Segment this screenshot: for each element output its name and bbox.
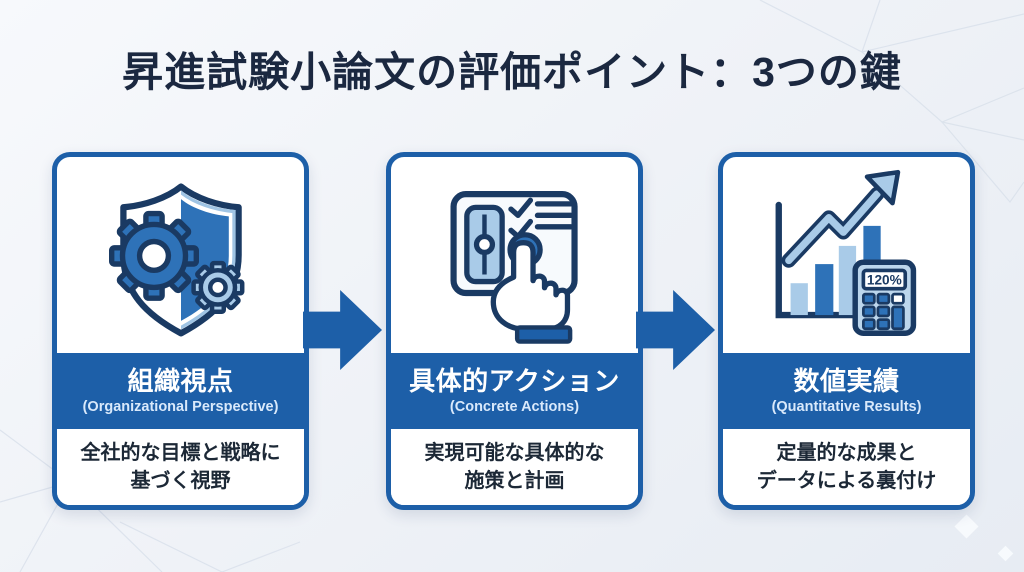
card1-title-jp: 組織視点 — [127, 366, 234, 397]
bar-2 — [814, 264, 833, 316]
card1-title-band: 組織視点 (Organizational Perspective) — [57, 353, 304, 429]
card1-icon-area — [57, 157, 304, 353]
card3-title-en: (Quantitative Results) — [771, 398, 922, 415]
calculator: 120% — [851, 259, 916, 336]
small-gear — [190, 260, 244, 314]
card1-desc-line1: 全社的な目標と戦略に — [80, 442, 281, 464]
large-gear — [108, 210, 199, 301]
card3-icon-area: 120% — [723, 157, 970, 353]
card1-desc-line2: 基づく視野 — [130, 470, 231, 492]
wrist-band — [514, 324, 573, 344]
shield-gears-icon — [108, 183, 244, 337]
calculator-display: 120% — [866, 273, 901, 288]
card2-title-en: (Concrete Actions) — [449, 398, 580, 415]
card2-title-band: 具体的アクション (Concrete Actions) — [391, 353, 638, 429]
card-concrete-actions: 具体的アクション (Concrete Actions) 実現可能な具体的な 施策… — [386, 152, 643, 510]
page-title: 昇進試験小論文の評価ポイント：3つの鍵 — [122, 49, 902, 95]
checklist-hand-icon — [450, 190, 578, 344]
card2-description: 実現可能な具体的な 施策と計画 — [391, 429, 638, 505]
pressing-hand — [490, 239, 571, 332]
growth-arrow — [780, 169, 900, 268]
card3-desc-line1: 定量的な成果と — [776, 442, 917, 464]
right-arrow-icon — [636, 290, 715, 370]
card3-description: 定量的な成果と データによる裏付け — [723, 429, 970, 505]
bar-1 — [790, 283, 808, 316]
bar-3 — [838, 245, 856, 316]
card3-title-band: 数値実績 (Quantitative Results) — [723, 353, 970, 429]
card1-description: 全社的な目標と戦略に 基づく視野 — [57, 429, 304, 505]
card-organizational-perspective: 組織視点 (Organizational Perspective) 全社的な目標… — [52, 152, 309, 510]
card1-title-en: (Organizational Perspective) — [82, 398, 279, 415]
right-arrow-icon — [303, 290, 382, 370]
card-quantitative-results: 120% 数値実績 (Quantitative Results) — [718, 152, 975, 510]
chart-calculator-icon: 120% — [775, 169, 916, 336]
card2-desc-line2: 施策と計画 — [464, 470, 565, 492]
card2-title-jp: 具体的アクション — [409, 366, 620, 397]
diamond-decoration — [954, 514, 1014, 562]
card2-desc-line1: 実現可能な具体的な — [424, 442, 605, 464]
card2-icon-area — [391, 157, 638, 353]
card3-title-jp: 数値実績 — [793, 366, 900, 397]
card3-desc-line2: データによる裏付け — [756, 470, 937, 492]
